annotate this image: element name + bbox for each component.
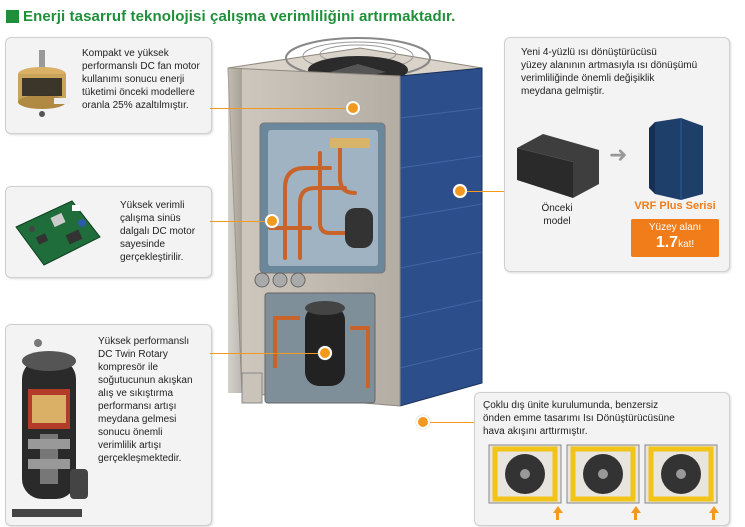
heat-exchanger-leader: [460, 191, 504, 192]
heat-exchanger-callout: Yeni 4-yüzlü ısı dönüştürücüsü yüzey ala…: [504, 37, 730, 272]
surface-area-value: 1.7kat!: [655, 234, 695, 251]
outdoor-unit-illustration: [227, 37, 483, 407]
compressor-marker: [318, 346, 332, 360]
airflow-arrow-icon: [553, 506, 563, 513]
airflow-arrow-stem: [556, 513, 559, 520]
airflow-arrow-stem: [712, 513, 715, 520]
fan-motor-marker: [346, 101, 360, 115]
compressor-text: Yüksek performanslı DC Twin Rotary kompr…: [98, 336, 193, 464]
vrf-plus-exchanger-icon: [649, 118, 703, 200]
multi-unit-diagram: [488, 444, 718, 504]
multi-unit-callout: Çoklu dış ünite kurulumunda, benzersiz ö…: [474, 392, 730, 526]
multi-unit-marker: [416, 415, 430, 429]
heat-exchanger-text: Yeni 4-yüzlü ısı dönüştürücüsü yüzey ala…: [521, 47, 698, 97]
page-title: Enerji tasarruf teknolojisi çalışma veri…: [23, 7, 456, 25]
airflow-arrow-stem: [634, 513, 637, 520]
pcb-leader: [210, 221, 270, 222]
surface-area-label: Yüzey alanı: [648, 222, 702, 233]
compressor-icon: [12, 339, 88, 517]
previous-model-label: Önceki model: [541, 203, 573, 227]
compressor-callout: Yüksek performanslı DC Twin Rotary kompr…: [5, 324, 212, 526]
surface-area-badge: Yüzey alanı 1.7kat!: [631, 219, 719, 257]
multi-unit-leader: [424, 422, 474, 423]
outdoor-unit-1: [488, 444, 562, 504]
airflow-arrow-icon: [631, 506, 641, 513]
outdoor-unit-2: [566, 444, 640, 504]
previous-model-exchanger-icon: [517, 134, 599, 198]
fan-motor-leader: [210, 108, 352, 109]
circuit-board-icon: [15, 200, 101, 266]
multi-unit-text: Çoklu dış ünite kurulumunda, benzersiz ö…: [483, 400, 675, 437]
fan-motor-icon: [18, 50, 70, 117]
comparison-arrow-icon: ➜: [609, 142, 628, 167]
fan-motor-callout: Kompakt ve yüksek performanslı DC fan mo…: [5, 37, 212, 134]
header: Enerji tasarruf teknolojisi çalışma veri…: [6, 6, 455, 26]
heat-exchanger-marker: [453, 184, 467, 198]
compressor-leader: [210, 353, 323, 354]
pcb-callout: Yüksek verimli çalışma sinüs dalgalı DC …: [5, 186, 212, 278]
vrf-plus-label: VRF Plus Serisi: [634, 200, 716, 212]
airflow-arrow-icon: [709, 506, 719, 513]
pcb-marker: [265, 214, 279, 228]
pcb-text: Yüksek verimli çalışma sinüs dalgalı DC …: [120, 200, 196, 263]
title-bullet-icon: [6, 9, 19, 23]
outdoor-unit-3: [644, 444, 718, 504]
fan-motor-text: Kompakt ve yüksek performanslı DC fan mo…: [82, 48, 200, 111]
